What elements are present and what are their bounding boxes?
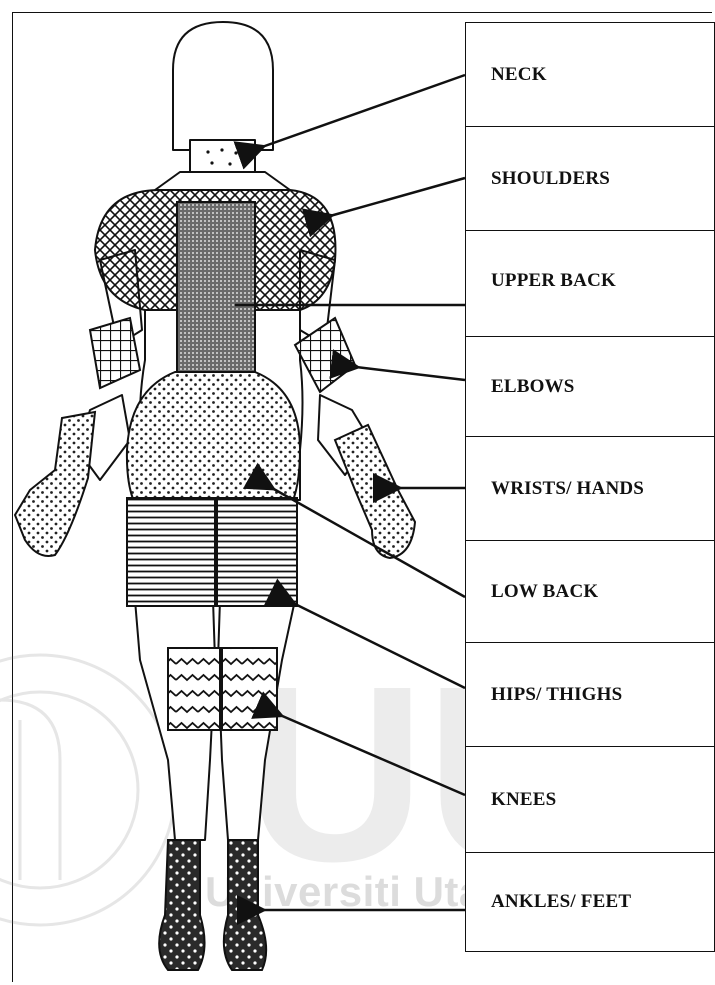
left-foot-region <box>159 840 204 970</box>
left-hand-region <box>15 412 95 556</box>
right-foot-region <box>224 840 266 970</box>
label-box-knees: KNEES <box>465 746 715 852</box>
label-shoulders: SHOULDERS <box>491 168 610 190</box>
label-box-elbows: ELBOWS <box>465 336 715 436</box>
label-ankles-feet: ANKLES/ FEET <box>491 891 631 913</box>
arrow-shoulders <box>330 178 465 216</box>
label-box-upper-back: UPPER BACK <box>465 230 715 336</box>
label-box-wrists-hands: WRISTS/ HANDS <box>465 436 715 540</box>
collar <box>155 172 290 190</box>
label-upper-back: UPPER BACK <box>491 270 616 292</box>
right-knee-region <box>222 648 277 730</box>
arrow-neck <box>262 75 465 147</box>
label-box-neck: NECK <box>465 22 715 126</box>
right-hand-region <box>335 425 415 558</box>
label-elbows: ELBOWS <box>491 376 575 398</box>
label-box-shoulders: SHOULDERS <box>465 126 715 230</box>
left-hip-region <box>127 498 215 606</box>
right-hip-region <box>217 498 297 606</box>
upper-back-region <box>177 202 255 372</box>
head <box>173 22 273 150</box>
left-elbow-region <box>90 318 140 388</box>
arrow-hips-thighs <box>293 603 465 688</box>
left-knee-region <box>168 648 220 730</box>
label-box-hips-thighs: HIPS/ THIGHS <box>465 642 715 746</box>
label-neck: NECK <box>491 64 547 86</box>
label-knees: KNEES <box>491 789 556 811</box>
arrow-knees <box>280 715 465 795</box>
label-hips-thighs: HIPS/ THIGHS <box>491 684 622 706</box>
label-low-back: LOW BACK <box>491 581 598 603</box>
label-box-ankles-feet: ANKLES/ FEET <box>465 852 715 952</box>
neck-region <box>190 140 255 172</box>
label-box-low-back: LOW BACK <box>465 540 715 642</box>
label-wrists-hands: WRISTS/ HANDS <box>491 478 644 500</box>
arrow-elbows <box>356 367 465 380</box>
